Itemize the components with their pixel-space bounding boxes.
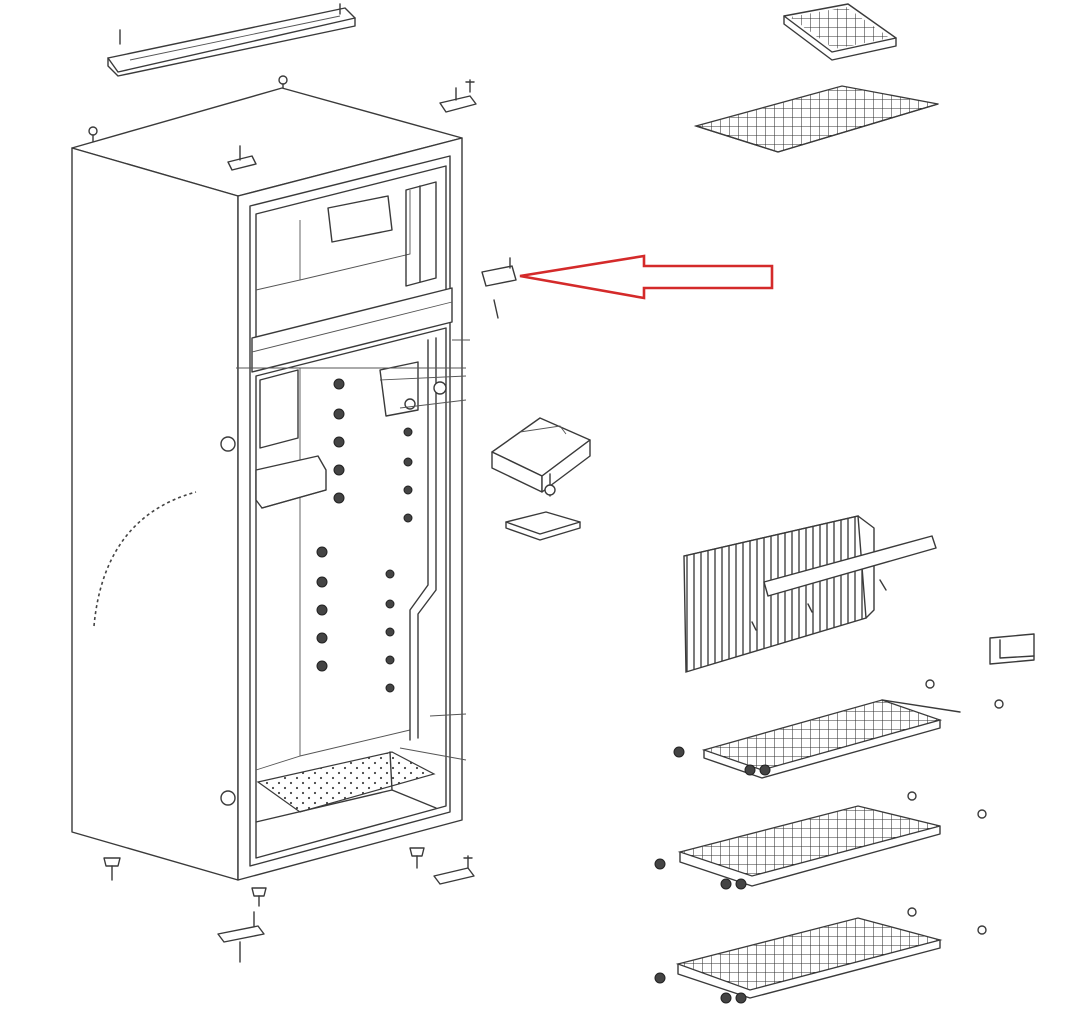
small-bracket bbox=[989, 633, 1035, 665]
leader-lines bbox=[236, 339, 470, 761]
fridge-wire-shelf-1 bbox=[673, 679, 1004, 779]
indicator-arrow bbox=[519, 254, 774, 300]
power-cord bbox=[93, 491, 197, 627]
door-hinge-pin-part bbox=[481, 257, 517, 319]
fridge-wire-shelf-3 bbox=[654, 907, 987, 1004]
evaporator-plate bbox=[683, 515, 937, 673]
light-housing bbox=[491, 417, 591, 541]
freezer-wire-shelf bbox=[693, 85, 939, 153]
cabinet-body bbox=[71, 87, 463, 881]
bottom-feet bbox=[103, 847, 425, 907]
top-right-hinge bbox=[439, 79, 477, 113]
ice-cube-tray bbox=[783, 3, 897, 61]
bottom-hinges bbox=[217, 855, 475, 963]
top-hinge-cover bbox=[107, 3, 356, 77]
shelf-support-holes bbox=[316, 378, 447, 693]
top-screws bbox=[88, 75, 288, 147]
fridge-wire-shelf-2 bbox=[654, 791, 987, 890]
